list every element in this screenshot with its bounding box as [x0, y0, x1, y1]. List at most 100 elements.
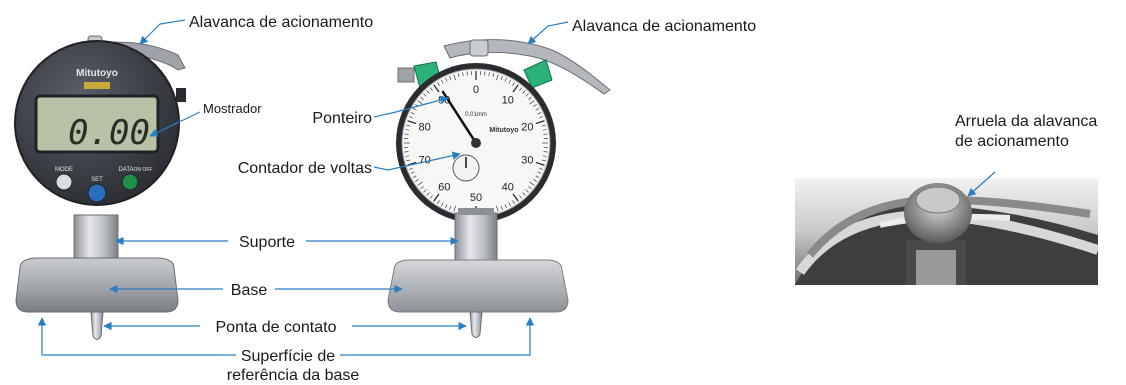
digital-brand-logo: Mitutoyo	[76, 68, 118, 79]
side-clip	[176, 88, 186, 102]
dial-tick	[404, 151, 409, 153]
lever-center-gauge	[443, 39, 611, 95]
dial-tick	[406, 124, 411, 127]
dial-tick	[423, 189, 427, 193]
dial-tick	[533, 179, 537, 182]
dial-tick	[537, 171, 542, 174]
base-left	[15, 257, 179, 313]
mode-button-label: MODE	[55, 167, 73, 173]
dial-tick	[405, 155, 410, 157]
dial-tick	[535, 120, 545, 125]
on-off-label: ON OFF	[134, 167, 153, 173]
dial-tick	[539, 167, 544, 170]
dial-tick	[512, 84, 519, 93]
dial-tick	[433, 84, 440, 93]
dial-tick	[426, 192, 430, 196]
dial-tick	[519, 87, 523, 91]
contact-tip-center	[469, 311, 483, 338]
dial-tick	[542, 129, 547, 131]
dial-tick	[539, 116, 544, 119]
dial-tick	[441, 202, 444, 207]
dial-tick	[410, 112, 415, 115]
labels: Alavanca de acionamento Alavanca de acio…	[189, 14, 1097, 384]
set-button[interactable]	[87, 183, 107, 203]
lcd-display	[34, 94, 160, 154]
dial-tick	[466, 71, 468, 76]
dial-scale-number: 80	[419, 121, 431, 133]
mode-button[interactable]	[55, 173, 73, 191]
dial-tick	[542, 155, 547, 157]
dial-tick	[412, 175, 417, 178]
dial-tick	[449, 206, 452, 211]
dial-tick	[504, 204, 507, 209]
dial-tick	[508, 79, 511, 84]
label-ref-surface-line2: referência da base	[227, 367, 360, 384]
dial-tick	[405, 129, 410, 131]
dial-tick	[525, 189, 529, 193]
dial-tick	[453, 74, 456, 81]
dial-tick	[410, 171, 415, 174]
dial-tick	[437, 200, 440, 204]
support-center	[454, 212, 498, 266]
dial-scale-number: 60	[438, 182, 450, 194]
dial-tick	[445, 77, 448, 82]
dial-tick	[512, 200, 515, 204]
dial-scale-number: 30	[521, 155, 533, 167]
dial-tick	[408, 116, 413, 119]
green-clip-right	[523, 59, 553, 89]
dial-tick	[537, 112, 542, 115]
dial-tick	[504, 77, 507, 82]
lcd-reading: 0.00	[68, 113, 150, 153]
support-collar	[458, 208, 494, 215]
label-ref-surface-line1: Superfície de	[241, 348, 335, 365]
dial-tick	[492, 73, 495, 78]
dial-scale-number: 10	[502, 94, 514, 106]
dial-tick	[453, 205, 456, 212]
dial-scale-number: 20	[521, 121, 533, 133]
label-pointer: Ponteiro	[312, 110, 372, 127]
dial-tick	[404, 133, 409, 135]
dial-tick	[535, 161, 545, 166]
dial-tick	[449, 75, 452, 80]
dial-tick	[417, 181, 423, 186]
dial-tick	[441, 79, 444, 84]
dial-tick	[500, 75, 503, 80]
dial-tick	[417, 100, 423, 105]
dial-tick	[426, 90, 430, 94]
label-washer-line2: de acionamento	[955, 133, 1069, 150]
dial-tick	[541, 159, 546, 162]
dial-tick	[529, 100, 535, 105]
label-support: Suporte	[239, 234, 295, 251]
data-button[interactable]	[121, 173, 139, 191]
dial-scale-number: 50	[470, 192, 482, 204]
dial-tick	[445, 204, 448, 209]
brand-badge	[84, 82, 110, 89]
dial-tick	[525, 93, 529, 97]
dial-tick	[541, 124, 546, 127]
dial-tick	[543, 133, 548, 135]
washer-photo	[795, 178, 1098, 285]
dial-brand-logo: Mitutoyo	[489, 127, 518, 134]
dial-scale-number: 40	[502, 182, 514, 194]
back-stem	[397, 67, 415, 83]
dial-tick	[533, 104, 537, 107]
dial-tick	[522, 90, 526, 94]
dial-tick	[407, 120, 417, 125]
dial-tick	[496, 205, 499, 212]
contact-tip-left	[90, 311, 104, 340]
dial-tick	[529, 181, 535, 186]
dial-tick	[488, 72, 490, 77]
label-lever-right: Alavanca de acionamento	[572, 18, 756, 35]
dial-tick	[522, 192, 526, 196]
label-display: Mostrador	[203, 101, 262, 116]
dial-tick	[423, 93, 427, 97]
dial-tick	[420, 186, 424, 190]
set-button-label: SET	[91, 177, 103, 183]
dial-resolution: 0.01mm	[465, 112, 487, 118]
dial-tick	[528, 96, 532, 100]
dial-tick	[433, 193, 440, 202]
dial-tick	[512, 193, 519, 202]
dial-tick	[462, 72, 464, 77]
dial-tick	[420, 96, 424, 100]
